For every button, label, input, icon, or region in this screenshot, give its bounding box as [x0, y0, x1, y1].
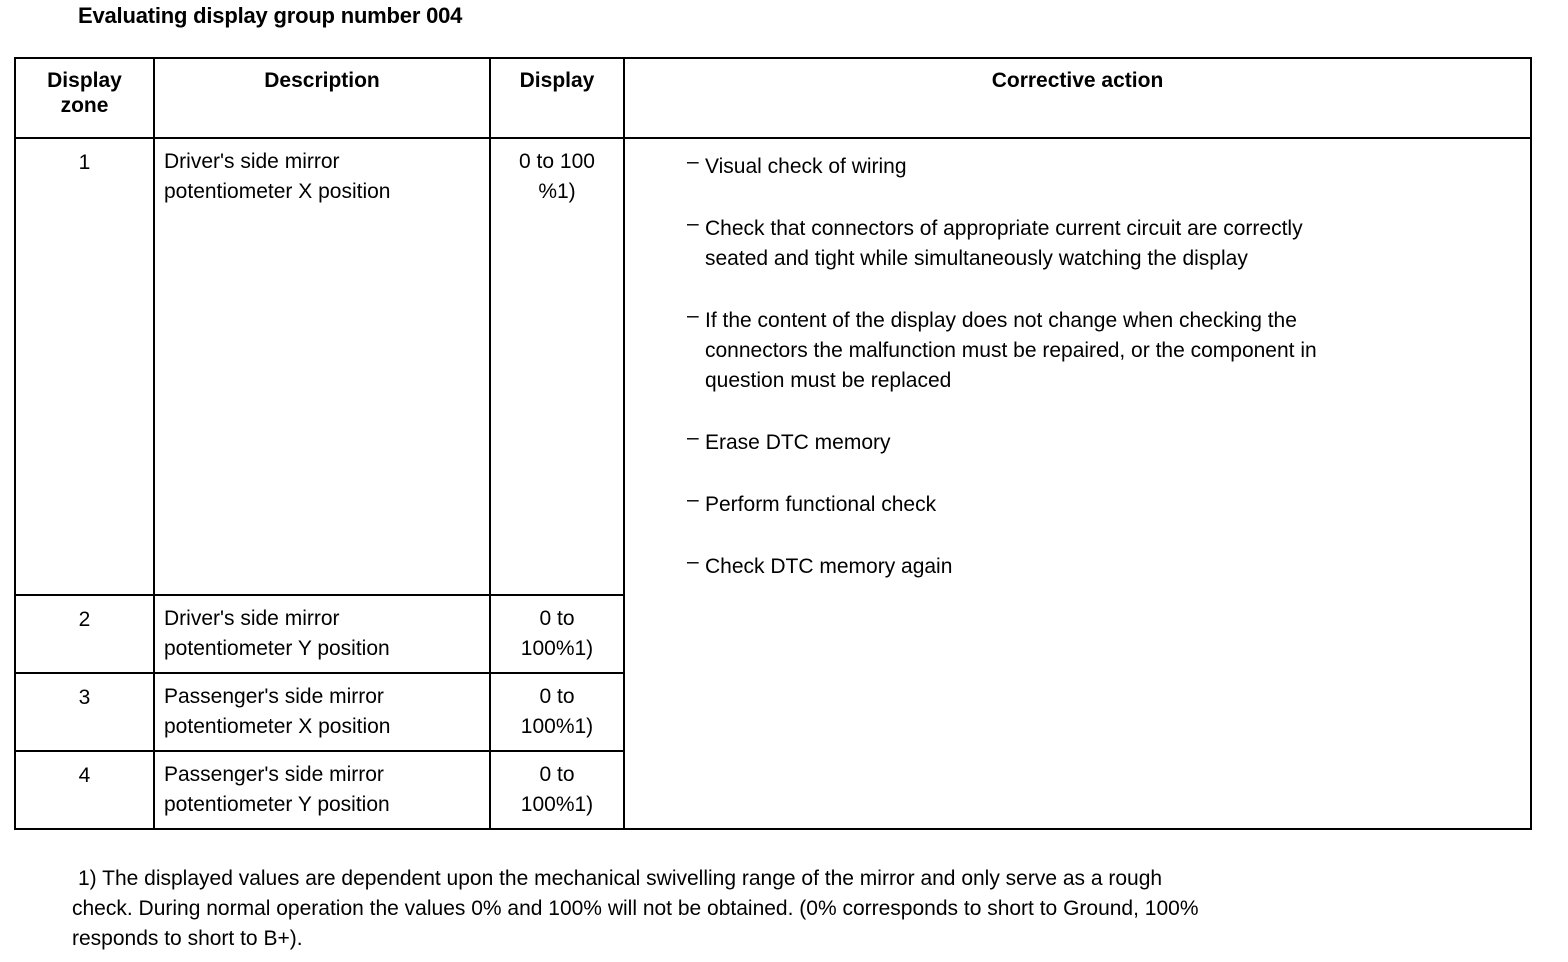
- column-header-corrective-action: Corrective action: [623, 57, 1532, 139]
- description-line-2: potentiometer X position: [164, 180, 391, 203]
- corrective-action-line: question must be replaced: [705, 369, 952, 392]
- corrective-action-line: seated and tight while simultaneously wa…: [705, 247, 1248, 270]
- corrective-action-line: Perform functional check: [705, 493, 937, 516]
- display-value-line-2: %1): [538, 180, 576, 203]
- cell-display-value: 0 to 100%1): [489, 594, 625, 674]
- display-zone-value: 4: [78, 764, 91, 787]
- column-header-display-zone: Display zone: [14, 57, 155, 139]
- cell-display-zone: 4: [14, 750, 155, 830]
- table-body: 1 Driver's side mirror potentiometer X p…: [14, 137, 1532, 830]
- display-zone-value: 3: [78, 686, 91, 709]
- corrective-action-line: Check DTC memory again: [705, 555, 953, 578]
- column-header-display-zone-line2: zone: [60, 94, 109, 117]
- cell-description: Driver's side mirror potentiometer X pos…: [153, 137, 491, 596]
- table-row: 1 Driver's side mirror potentiometer X p…: [14, 137, 1532, 830]
- display-value-line-1: 0 to: [539, 607, 575, 630]
- display-zone-value: 1: [78, 151, 91, 174]
- cell-display-value: 0 to 100 %1): [489, 137, 625, 596]
- dash-bullet-icon: –: [687, 212, 699, 235]
- description-line-2: potentiometer X position: [164, 715, 391, 738]
- cell-description: Driver's side mirror potentiometer Y pos…: [153, 594, 491, 674]
- description-line-2: potentiometer Y position: [164, 637, 390, 660]
- display-value-line-2: 100%1): [520, 715, 594, 738]
- corrective-action-line: connectors the malfunction must be repai…: [705, 339, 1317, 362]
- column-header-display-zone-line1: Display: [47, 69, 122, 92]
- cell-display-value: 0 to 100%1): [489, 750, 625, 830]
- column-header-description-label: Description: [264, 69, 380, 92]
- list-item: – If the content of the display does not…: [687, 304, 1512, 396]
- dash-bullet-icon: –: [687, 426, 699, 449]
- cell-display-value: 0 to 100%1): [489, 672, 625, 752]
- column-header-display-label: Display: [519, 69, 595, 92]
- footnote-line-3: responds to short to B+).: [72, 927, 303, 950]
- description-line-1: Driver's side mirror: [164, 150, 340, 173]
- table-header: Display zone Description Display: [14, 57, 1532, 139]
- corrective-action-list: – Visual check of wiring – Check that co…: [625, 139, 1530, 600]
- table-row: 2 Driver's side mirror potentiometer Y p…: [14, 594, 1531, 674]
- dash-bullet-icon: –: [687, 550, 699, 573]
- cell-corrective-action: – Visual check of wiring – Check that co…: [623, 137, 1532, 830]
- cell-description: Passenger's side mirror potentiometer Y …: [153, 750, 491, 830]
- dash-bullet-icon: –: [687, 304, 699, 327]
- description-line-1: Passenger's side mirror: [164, 685, 384, 708]
- dash-bullet-icon: –: [687, 488, 699, 511]
- display-value-line-2: 100%1): [520, 793, 594, 816]
- column-header-display: Display: [489, 57, 625, 139]
- list-item: – Erase DTC memory: [687, 426, 1512, 458]
- list-item: – Check that connectors of appropriate c…: [687, 212, 1512, 274]
- footnote: 1) The displayed values are dependent up…: [72, 864, 1492, 954]
- table-row: 4 Passenger's side mirror potentiometer …: [14, 750, 1531, 830]
- page-title: Evaluating display group number 004: [78, 3, 463, 28]
- display-group-table: Display zone Description Display: [14, 57, 1532, 830]
- corrective-action-line: Visual check of wiring: [705, 155, 907, 178]
- corrective-action-line: Erase DTC memory: [705, 431, 891, 454]
- cell-description: Passenger's side mirror potentiometer X …: [153, 672, 491, 752]
- display-zone-value: 2: [78, 608, 91, 631]
- column-header-description: Description: [153, 57, 491, 139]
- footnote-line-2: check. During normal operation the value…: [72, 897, 1199, 920]
- description-line-1: Passenger's side mirror: [164, 763, 384, 786]
- footnote-line-1: 1) The displayed values are dependent up…: [78, 867, 1163, 890]
- display-value-line-1: 0 to: [539, 763, 575, 786]
- list-item: – Check DTC memory again: [687, 550, 1512, 582]
- column-header-corrective-action-label: Corrective action: [991, 69, 1164, 92]
- list-item: – Visual check of wiring: [687, 150, 1512, 182]
- corrective-action-line: If the content of the display does not c…: [705, 309, 1297, 332]
- description-line-2: potentiometer Y position: [164, 793, 390, 816]
- description-line-1: Driver's side mirror: [164, 607, 340, 630]
- list-item: – Perform functional check: [687, 488, 1512, 520]
- corrective-action-line: Check that connectors of appropriate cur…: [705, 217, 1303, 240]
- table-row: 3 Passenger's side mirror potentiometer …: [14, 672, 1531, 752]
- display-value-line-2: 100%1): [520, 637, 594, 660]
- cell-display-zone: 3: [14, 672, 155, 752]
- display-value-line-1: 0 to: [539, 685, 575, 708]
- dash-bullet-icon: –: [687, 150, 699, 173]
- table-header-row: Display zone Description Display: [14, 57, 1532, 139]
- cell-display-zone: 1: [14, 137, 155, 596]
- display-value-line-1: 0 to 100: [519, 150, 595, 173]
- display-group-table-wrapper: Display zone Description Display: [14, 57, 1532, 830]
- cell-display-zone: 2: [14, 594, 155, 674]
